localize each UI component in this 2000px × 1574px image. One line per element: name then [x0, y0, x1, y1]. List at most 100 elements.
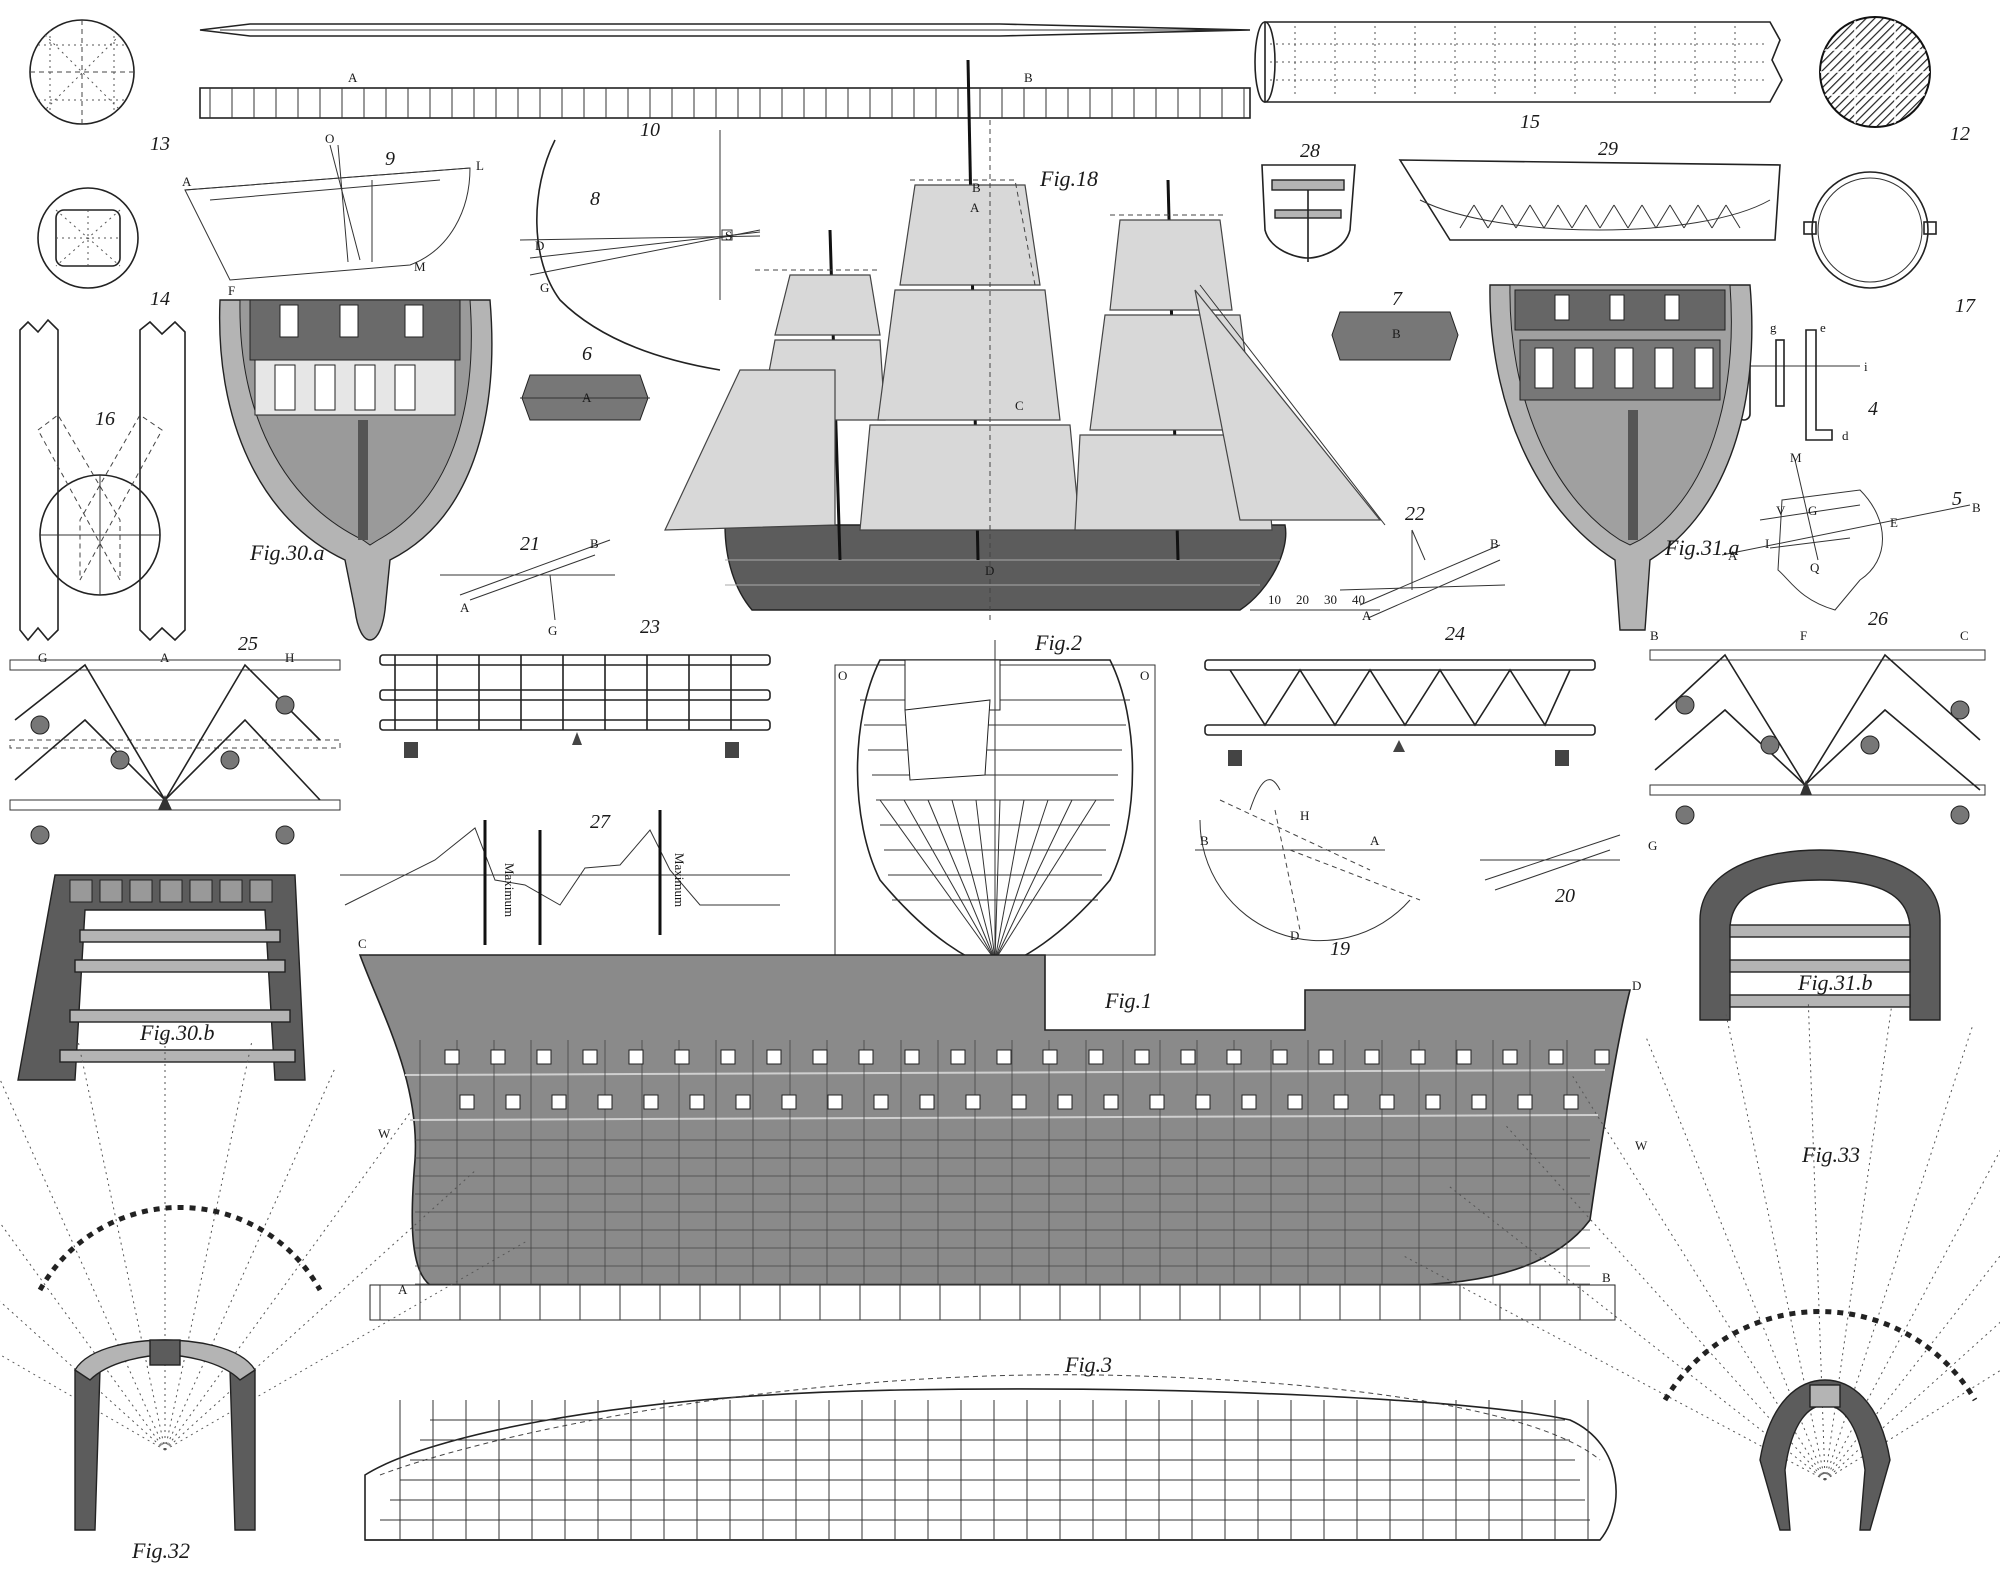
gun-port [827, 1094, 843, 1110]
gun-port [858, 1049, 874, 1065]
gun-port [1563, 1094, 1579, 1110]
letter-a-25: A [160, 650, 170, 665]
engraving-line [975, 799, 996, 961]
figure-label-30a: Fig.30.a [249, 540, 325, 565]
letter-g-21: G [548, 623, 557, 638]
engraving-line [1515, 204, 1531, 229]
figure-27-diagram: Maximum Maximum 27 [340, 810, 790, 945]
figure-31b-frame: Fig.31.b [1699, 849, 1941, 1021]
gun-port [505, 1094, 521, 1110]
figure-label-33: Fig.33 [1801, 1142, 1860, 1167]
letter-o-9: O [325, 131, 334, 146]
letter-b-19: B [1200, 833, 1209, 848]
figure-31a-section: Fig.31.a [1489, 284, 1753, 631]
figure-3-half-breadth-plan: Fig.3 [364, 1352, 1617, 1541]
gun-port [551, 1094, 567, 1110]
engraving-line [994, 799, 1025, 961]
figure-16-timber-scarf: 16 [19, 318, 186, 642]
number-24: 24 [1445, 623, 1465, 645]
engraving-line [1459, 204, 1475, 229]
figure-17-hoop: 17 [1803, 171, 1976, 317]
number-20: 20 [1555, 885, 1575, 907]
number-6: 6 [582, 343, 592, 365]
figure-32-radiating: Fig.32 [0, 1030, 529, 1563]
gun-port [1195, 1094, 1211, 1110]
engraving-line [1446, 1184, 1826, 1481]
letter-s-8: S [725, 228, 732, 243]
gun-port [1042, 1049, 1058, 1065]
number-4: 4 [1868, 398, 1878, 420]
number-10: 10 [640, 119, 660, 141]
engraving-line [1627, 204, 1643, 229]
gun-port [643, 1094, 659, 1110]
letter-g-8: G [540, 280, 549, 295]
letter-g-5: G [1808, 503, 1817, 518]
engraving-line [1683, 204, 1699, 229]
letter-d-4: d [1842, 428, 1849, 443]
letter-w-1a: W [378, 1126, 391, 1141]
gun-port [1088, 1049, 1104, 1065]
gun-port [689, 1094, 705, 1110]
word-maximum-upper: Maximum [502, 863, 517, 917]
figure-6-block: A 6 [520, 343, 650, 421]
engraving-line [1725, 204, 1741, 229]
figure-25-truss: 25 A G H [9, 633, 341, 845]
number-17: 17 [1955, 295, 1976, 317]
gun-port [1149, 1094, 1165, 1110]
engraving-line [1543, 204, 1559, 229]
letter-v-5: V [1776, 503, 1786, 518]
letter-b-5: B [1972, 500, 1981, 515]
figure-label-18: Fig.18 [1039, 166, 1098, 191]
engraving-line [994, 799, 1049, 961]
gun-port [628, 1049, 644, 1065]
gun-port [1134, 1049, 1150, 1065]
gun-port [766, 1049, 782, 1065]
number-7: 7 [1392, 288, 1403, 310]
letter-b-21: B [590, 536, 599, 551]
letter-q-5: Q [1810, 560, 1820, 575]
letter-a-6: A [582, 390, 592, 405]
engraving-line [77, 1039, 166, 1451]
figure-14: 14 [37, 187, 170, 310]
letter-g-25: G [38, 650, 47, 665]
figure-30a-section: Fig.30.a [218, 299, 493, 641]
gun-port [919, 1094, 935, 1110]
number-21: 21 [520, 533, 540, 555]
figure-24-truss-beam: 24 [1204, 623, 1596, 766]
engraving-line [994, 799, 1001, 961]
gun-port [1425, 1094, 1441, 1110]
gun-port [1226, 1049, 1242, 1065]
number-5: 5 [1952, 488, 1962, 510]
gun-port [1364, 1049, 1380, 1065]
word-maximum-lower: Maximum [672, 853, 687, 907]
figure-7-block: B 7 [1331, 288, 1459, 361]
letter-b-18: B [972, 180, 981, 195]
engraving-line [1571, 204, 1587, 229]
engraving-line [1400, 1254, 1826, 1481]
figure-label-30b: Fig.30.b [139, 1020, 215, 1045]
letter-b-1: B [1602, 1270, 1611, 1285]
letter-g: g [1770, 320, 1777, 335]
gun-port [812, 1049, 828, 1065]
engraving-line [0, 1300, 166, 1451]
number-8: 8 [590, 188, 600, 210]
engraving-line [1487, 204, 1503, 229]
figure-5-construction: 5 M V G A I E B Q [1721, 450, 1981, 611]
gun-port [781, 1094, 797, 1110]
engraving-line [1613, 204, 1629, 229]
scale-20: 20 [1296, 592, 1309, 607]
letter-d-19: D [1290, 928, 1299, 943]
gun-port [720, 1049, 736, 1065]
number-27: 27 [590, 811, 611, 833]
number-13: 13 [150, 133, 170, 155]
figure-21: 21 A B G [440, 533, 615, 638]
scale-10: 10 [1268, 592, 1281, 607]
figure-label-3: Fig.3 [1064, 1352, 1112, 1377]
letter-m-9: M [414, 259, 426, 274]
figure-label-31b: Fig.31.b [1797, 970, 1873, 995]
gun-port [1103, 1094, 1119, 1110]
gun-port [735, 1094, 751, 1110]
engraving-line [0, 1078, 166, 1451]
figure-29-longitudinal: 29 [1398, 138, 1781, 241]
